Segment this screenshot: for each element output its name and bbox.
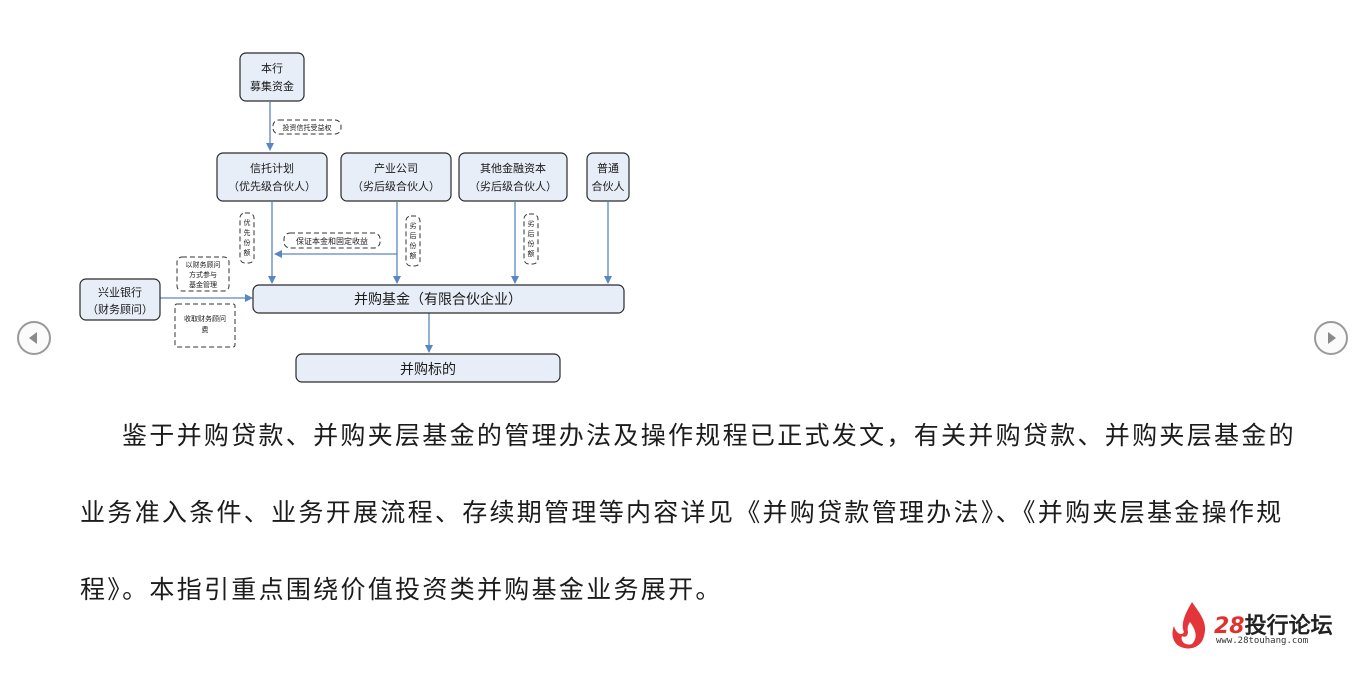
svg-text:并购标的: 并购标的 [400,362,456,378]
logo-text: 28投行论坛 [1214,614,1333,639]
node-other-capital: 其他金融资本 （劣后级合伙人） [458,152,568,202]
svg-text:额: 额 [410,251,417,260]
svg-text:以财务顾问: 以财务顾问 [186,260,221,269]
chevron-left-icon [29,332,37,344]
svg-text:投资信托受益权: 投资信托受益权 [283,123,332,132]
label-advisor-fee: 收取财务顾问 费 [174,303,236,348]
svg-text:募集资金: 募集资金 [250,79,294,93]
node-ma-target: 并购标的 [295,353,561,383]
label-advisor-role: 以财务顾问 方式参与 基金管理 [176,256,230,292]
svg-text:（财务顾问）: （财务顾问） [87,302,153,316]
svg-text:优: 优 [244,218,251,227]
svg-text:基金管理: 基金管理 [189,280,217,289]
chevron-right-icon [1328,332,1336,344]
label-subordinate-share-industry: 劣 后 份 额 [405,215,421,267]
svg-text:先: 先 [244,228,251,237]
svg-text:额: 额 [244,248,251,257]
svg-text:普通: 普通 [597,161,619,175]
svg-text:（劣后级合伙人）: （劣后级合伙人） [469,179,557,193]
node-general-partner: 普通 合伙人 [586,152,630,202]
fund-structure-diagram: 本行 募集资金 信托计划 （优先级合伙人） 产业公司 （劣后级合伙人） 其他金融… [79,52,630,383]
svg-text:（劣后级合伙人）: （劣后级合伙人） [352,179,440,193]
logo-url: www.28touhang.com [1216,636,1309,646]
svg-text:收取财务顾问: 收取财务顾问 [184,314,226,323]
svg-text:后: 后 [528,229,535,238]
node-industry-company: 产业公司 （劣后级合伙人） [340,152,452,202]
next-slide-button[interactable] [1314,321,1348,355]
svg-text:劣: 劣 [528,219,535,228]
svg-text:产业公司: 产业公司 [374,161,418,175]
svg-text:并购基金（有限合伙企业）: 并购基金（有限合伙企业） [354,291,522,308]
svg-text:合伙人: 合伙人 [592,179,625,193]
node-trust-plan: 信托计划 （优先级合伙人） [216,152,328,202]
prev-slide-button[interactable] [17,321,51,355]
node-bank-funds: 本行 募集资金 [239,52,305,102]
body-paragraph: 鉴于并购贷款、并购夹层基金的管理办法及操作规程已正式发文，有关并购贷款、并购夹层… [80,421,1296,604]
svg-text:后: 后 [410,231,417,240]
node-ma-fund: 并购基金（有限合伙企业） [252,284,625,314]
svg-text:（优先级合伙人）: （优先级合伙人） [228,179,316,193]
svg-text:其他金融资本: 其他金融资本 [480,161,546,175]
svg-text:保证本金和固定收益: 保证本金和固定收益 [296,236,368,246]
label-priority-share: 优 先 份 额 [239,212,255,264]
node-cib-advisor: 兴业银行 （财务顾问） [79,278,161,321]
svg-text:劣: 劣 [410,221,417,230]
svg-text:份: 份 [244,238,251,247]
label-subordinate-share-other: 劣 后 份 额 [523,213,539,265]
flame-icon [1172,602,1206,649]
svg-text:费: 费 [202,325,209,334]
svg-text:份: 份 [410,241,417,250]
label-trust-beneficiary: 投资信托受益权 [272,119,342,135]
svg-text:本行: 本行 [261,61,283,75]
svg-text:方式参与: 方式参与 [189,270,217,279]
label-guarantee-return: 保证本金和固定收益 [283,232,381,249]
svg-text:兴业银行: 兴业银行 [98,285,142,299]
site-logo: 28投行论坛 www.28touhang.com [1170,600,1350,656]
svg-text:额: 额 [528,249,535,258]
svg-text:信托计划: 信托计划 [250,161,294,175]
svg-text:份: 份 [528,239,535,248]
